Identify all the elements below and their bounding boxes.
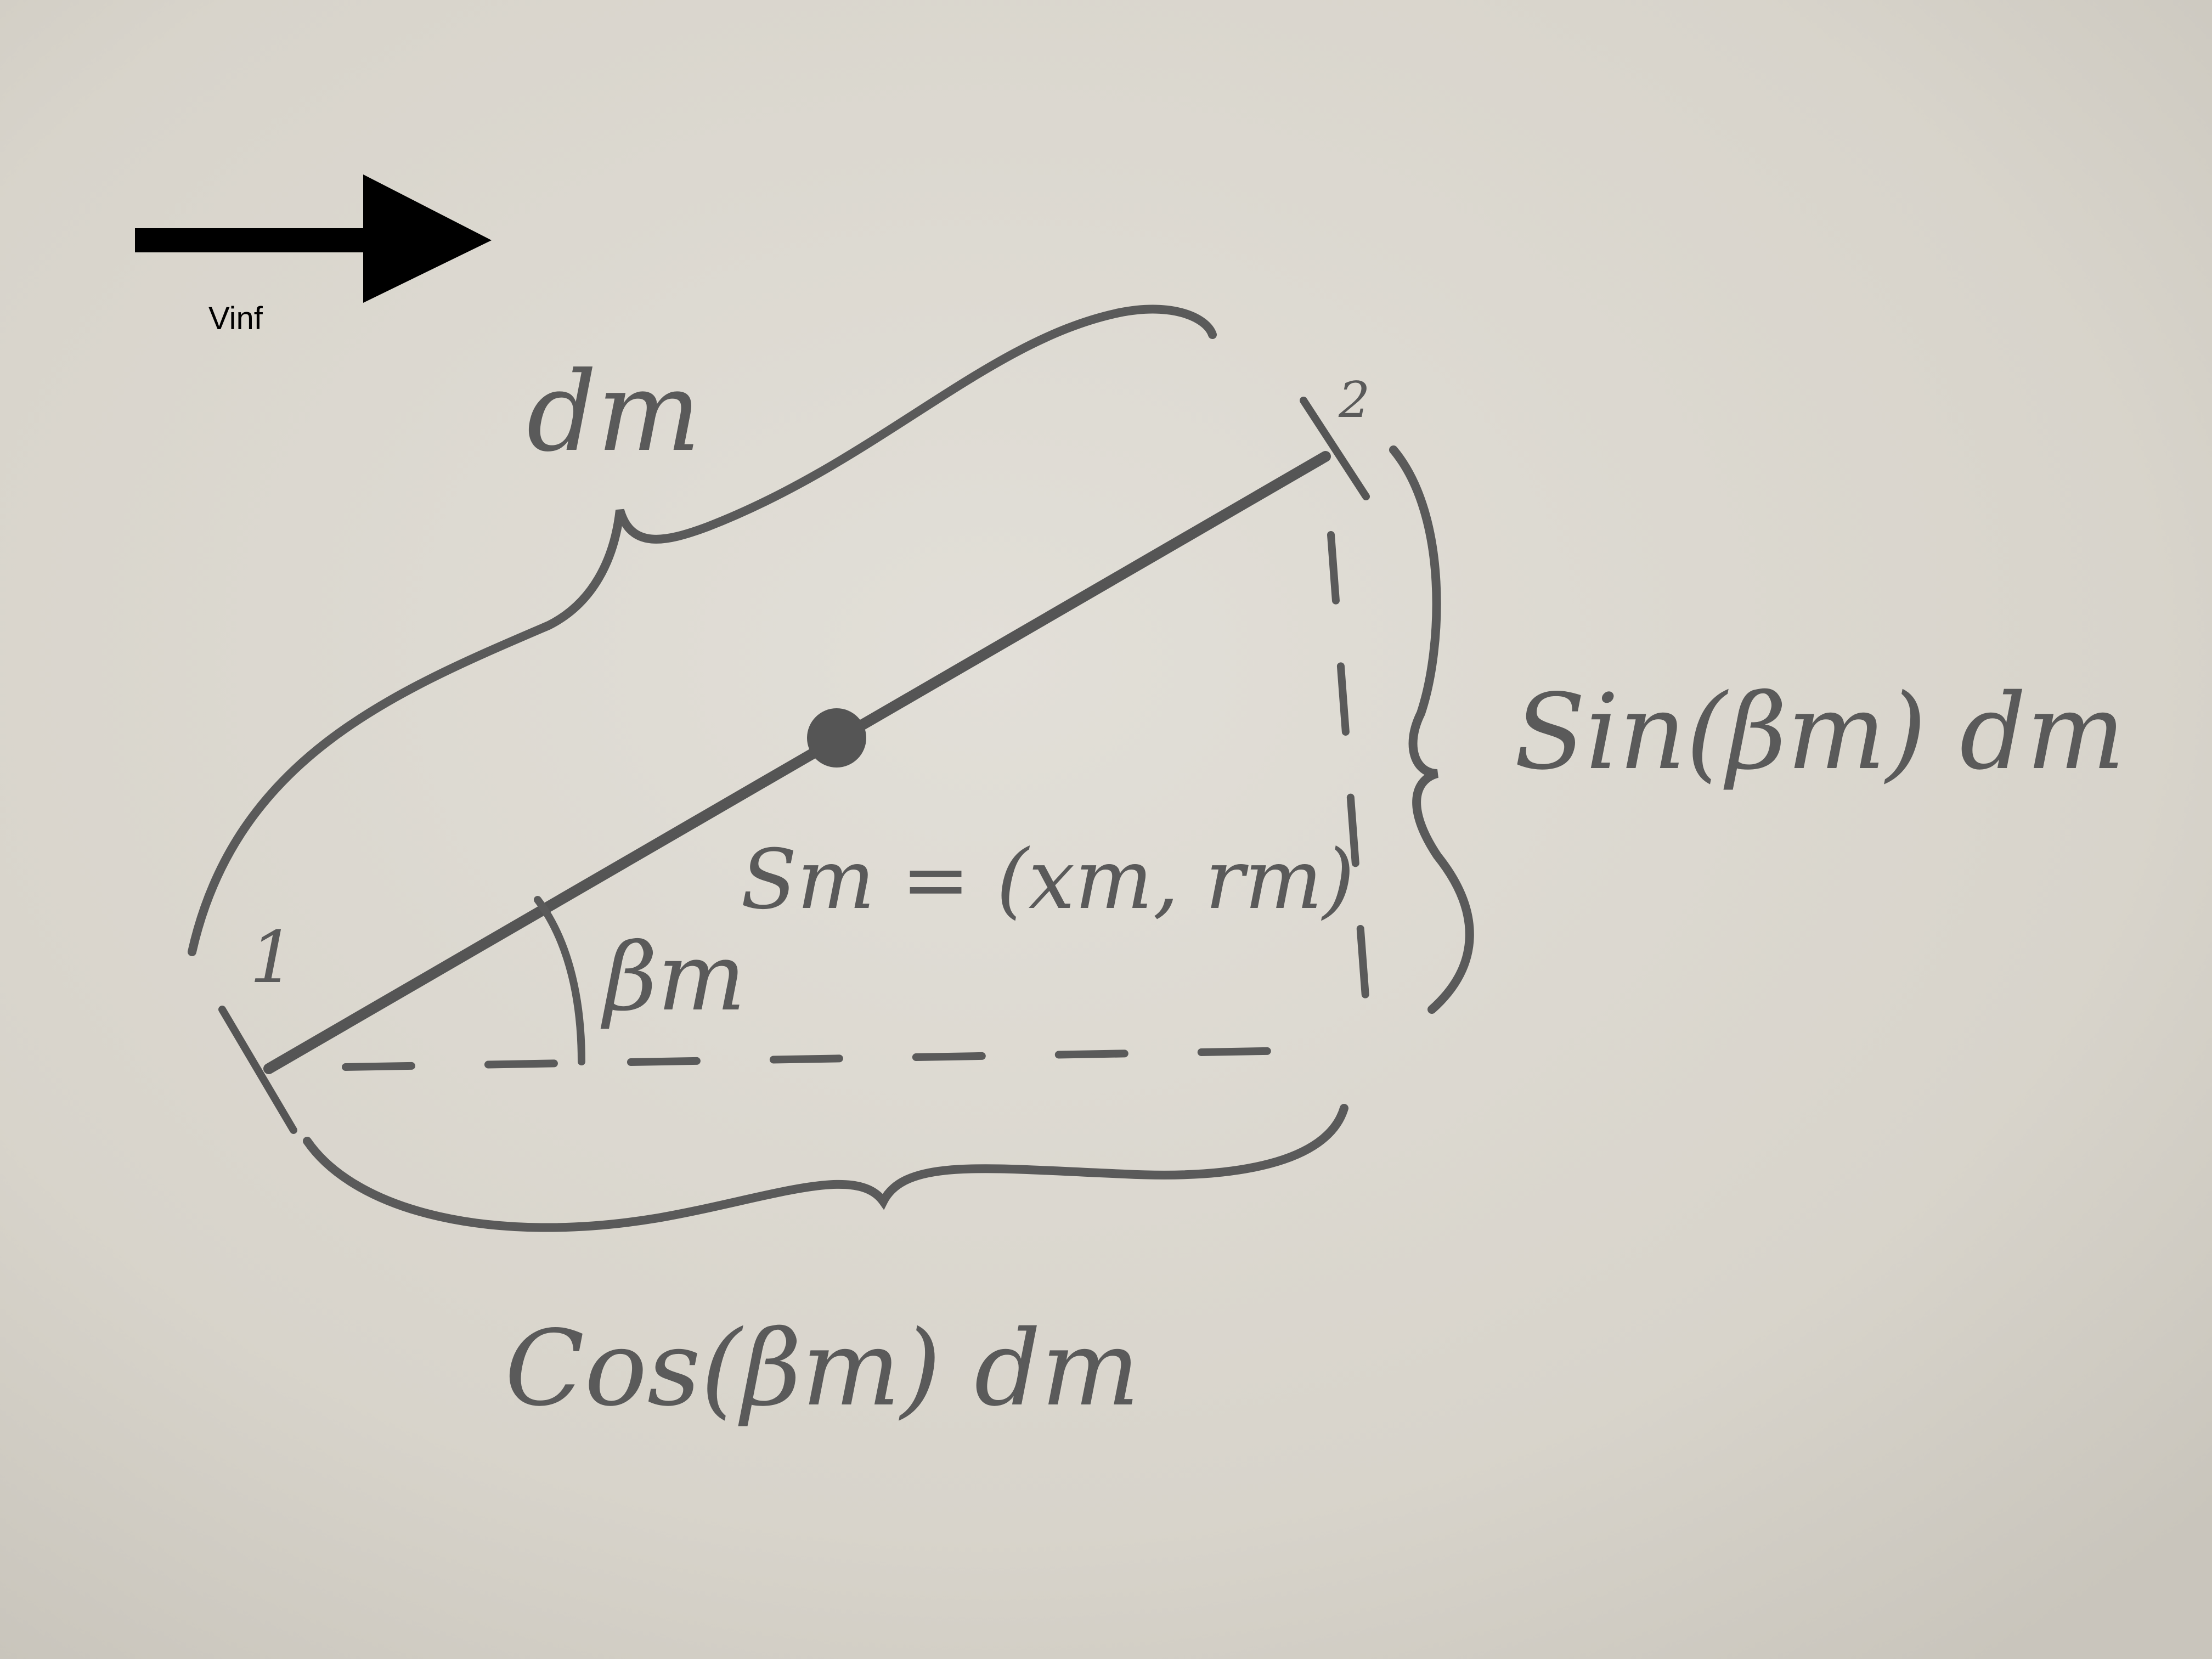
panel-end-tick-2 [1300, 397, 1370, 500]
start-node-label: 1 [250, 916, 295, 999]
length-label: dm [527, 348, 701, 476]
horizontal-component-brace [303, 1104, 1348, 1232]
flow-arrow-shaft [135, 228, 376, 252]
end-node-label: 2 [1338, 371, 1370, 429]
vertical-component-brace [1389, 445, 1474, 1014]
horizontal-component-label: Cos(βm) dm [505, 1308, 1140, 1429]
flow-label: Vinf [208, 301, 263, 336]
flow-arrow [135, 174, 492, 303]
angle-arc [534, 896, 585, 1065]
vertical-component-label: Sin(βm) dm [1514, 672, 2125, 793]
panel-end-tick-1 [218, 1006, 297, 1134]
vertical-projection [1327, 531, 1370, 1008]
length-brace [188, 304, 1217, 956]
angle-label: βm [600, 923, 746, 1032]
horizontal-projection [342, 1047, 1299, 1071]
panel-line [263, 451, 1331, 1074]
midpoint-label: Sm = (xm, rm) [741, 832, 1355, 928]
flow-arrow-head [363, 174, 492, 303]
midpoint-dot [807, 708, 866, 768]
